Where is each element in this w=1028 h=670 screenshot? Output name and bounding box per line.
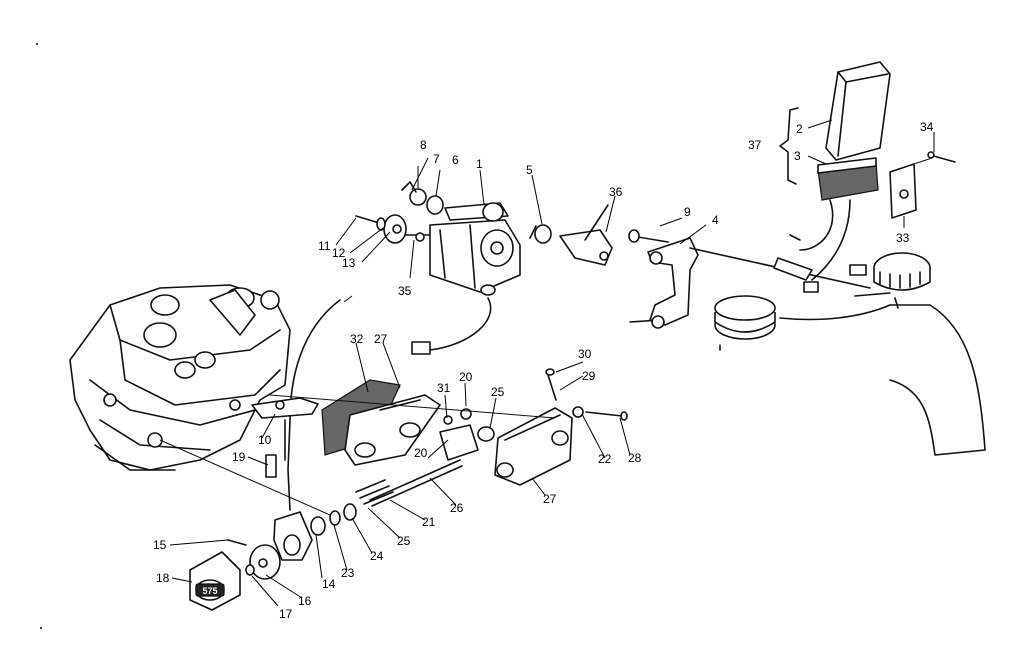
wire-connector — [411, 341, 431, 355]
callout-6: 6 — [452, 153, 459, 167]
mounting-plate — [889, 151, 956, 219]
brace-37 — [779, 107, 799, 185]
callout-11: 11 — [318, 239, 331, 253]
leader-lines — [169, 119, 935, 607]
actuator-wire — [429, 297, 492, 351]
callout-27-bottom: 27 — [543, 492, 557, 506]
cable-bracket — [251, 397, 319, 478]
callout-21: 21 — [422, 515, 436, 529]
callout-2: 2 — [796, 122, 803, 136]
gasket-plate — [321, 379, 441, 466]
control-cable — [287, 299, 341, 511]
callout-30: 30 — [578, 347, 592, 361]
callout-16: 16 — [298, 594, 312, 608]
callout-13: 13 — [342, 256, 356, 270]
valve-shaft — [310, 408, 495, 536]
ref-line — [269, 394, 556, 419]
callout-9: 9 — [684, 205, 691, 219]
callout-32: 32 — [350, 332, 364, 346]
callout-23: 23 — [341, 566, 355, 580]
throttle-pulley — [227, 511, 313, 580]
callout-20-top: 20 — [459, 370, 473, 384]
scan-dot — [40, 627, 42, 629]
callout-25-top: 25 — [491, 385, 505, 399]
callout-1: 1 — [476, 157, 483, 171]
cylinder-head — [69, 284, 291, 471]
callout-35: 35 — [398, 284, 412, 298]
callout-20-mid: 20 — [414, 446, 428, 460]
callout-19: 19 — [232, 450, 246, 464]
callout-18: 18 — [156, 571, 170, 585]
actuator-assembly — [355, 181, 613, 296]
switch-box — [773, 61, 891, 293]
callout-17: 17 — [279, 607, 293, 621]
callout-8: 8 — [420, 138, 427, 152]
callout-36: 36 — [609, 185, 623, 199]
mirror-badge-text: 575 — [202, 586, 217, 596]
mirror-housing: 575 — [189, 551, 241, 611]
right-caliper — [494, 368, 628, 486]
callout-14: 14 — [322, 577, 336, 591]
callout-4: 4 — [712, 213, 719, 227]
callout-7: 7 — [433, 152, 440, 166]
callout-labels: 1 2 3 4 5 6 7 8 9 10 11 12 13 14 15 16 1… — [153, 120, 934, 621]
callout-33: 33 — [896, 231, 910, 245]
callout-29: 29 — [582, 369, 596, 383]
callout-24: 24 — [370, 549, 384, 563]
callout-10: 10 — [258, 433, 272, 447]
callout-15: 15 — [153, 538, 167, 552]
ref-line — [159, 439, 331, 516]
callout-3: 3 — [794, 149, 801, 163]
callout-27-top: 27 — [374, 332, 388, 346]
callout-5: 5 — [526, 163, 533, 177]
callout-34: 34 — [920, 120, 934, 134]
callout-12: 12 — [332, 246, 346, 260]
callout-31: 31 — [437, 381, 451, 395]
callout-26: 26 — [450, 501, 464, 515]
ring-cap — [714, 295, 776, 351]
callout-37: 37 — [748, 138, 762, 152]
callout-28: 28 — [628, 451, 642, 465]
fuel-tank — [779, 252, 986, 456]
callout-25-bottom: 25 — [397, 534, 411, 548]
callout-22: 22 — [598, 452, 612, 466]
scan-dot — [36, 43, 38, 45]
